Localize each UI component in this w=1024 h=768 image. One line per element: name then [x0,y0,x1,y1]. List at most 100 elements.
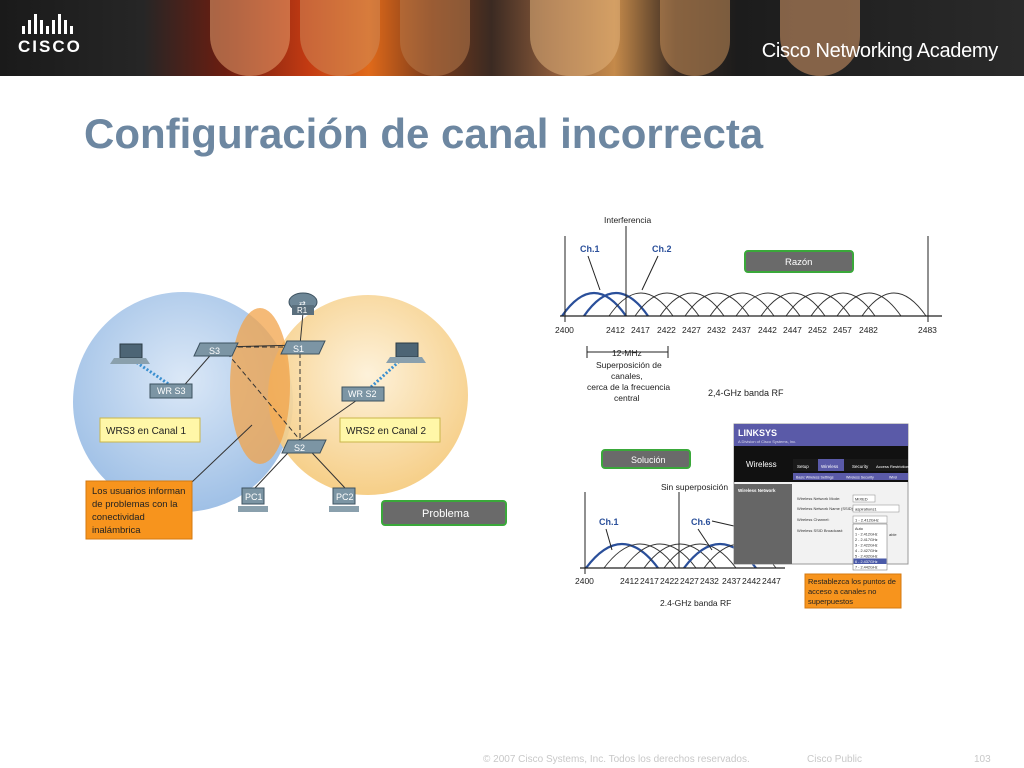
banner-photo [210,0,290,76]
switch-s1-label: S1 [293,344,304,354]
overlap-text: central [614,393,640,403]
channel-arc [643,543,717,569]
problem-note-line: Los usuarios informan [92,486,185,497]
overlap-text: cerca de la frecuencia [587,382,670,392]
linksys-screenshot: LINKSYS A Division of Cisco Systems, Inc… [733,423,911,571]
wireless-router-wrs3: WR S3 [149,383,193,399]
razon-badge [744,250,854,273]
overlap-text: Superposición de [596,360,662,370]
switch-s2: S2 [281,439,327,454]
linksys-row-value: able [889,532,897,537]
linksys-logo: LINKSYS [738,428,777,438]
band-label: 2,4-GHz banda RF [708,388,784,398]
laptop-icon [110,343,150,364]
solution-note-line: Restablezca los puntos de [808,577,896,586]
channel-option[interactable]: 4 - 2.427GHz [855,549,878,553]
linksys-tab[interactable]: Access Restrictions [876,464,911,469]
linksys-panel-title: Wireless Network [738,488,776,493]
ch1-pointer [605,528,613,551]
banner-photo [400,0,470,76]
channel-option[interactable]: 3 - 2.422GHz [855,544,878,548]
banner-photo [300,0,380,76]
overlap-text: 12-MHz [612,348,642,358]
tick-label: 2412 [606,325,625,335]
linksys-subtab[interactable]: Wireless Security [846,476,874,480]
svg-text:⇄: ⇄ [299,299,306,308]
router-r1: ⇄ R1 [288,292,318,315]
problema-text: Problema [422,508,470,520]
problem-note-line: inalámbrica [92,525,141,536]
channel-arc [709,292,775,317]
problem-note-line: de problemas con la [92,499,178,510]
pc2-label: PC2 [336,492,354,502]
band-label: 2.4-GHz banda RF [660,598,731,608]
channel-option[interactable]: 1 - 2.412GHz [855,533,878,537]
tick-label: 2412 [620,576,639,586]
linksys-subtab[interactable]: Basic Wireless Settings [796,476,834,480]
interference-label: Interferencia [604,215,652,225]
laptop-icon [386,342,426,363]
linksys-row-label: Wireless SSID Broadcast: [797,528,843,533]
linksys-subtab[interactable]: Wirel [889,476,897,480]
linksys-header [734,424,908,446]
wrs3-channel-label [99,417,201,443]
tick-label: 2437 [722,576,741,586]
tick-label: 2400 [575,576,594,586]
pc1-label: PC1 [245,492,263,502]
tick-label: 2442 [758,325,777,335]
channel-arc [634,292,700,317]
linksys-row-label: Wireless Channel: [797,517,829,522]
linksys-sidebar [734,484,792,564]
tick-label: 2417 [640,576,659,586]
wireless-router-wrs2: WR S2 [341,386,385,402]
footer-public: Cisco Public [807,754,863,765]
linksys-tab[interactable]: Security [852,464,869,469]
channel-select[interactable] [852,515,888,524]
solution-note-line: superpuestos [808,597,853,606]
ch1-pointer [587,255,601,291]
wrs3-label: WR S3 [157,386,186,396]
channel-arc [561,291,627,317]
solution-note [804,573,902,609]
wireless-tab-highlight [818,459,844,471]
tick-label: 2432 [700,576,719,586]
channel-select-value: 1 - 2.412GHz [855,518,879,523]
channel-chart-bottom: Sin superposición Solución Ch.1 Ch.6 240… [575,449,902,609]
problem-note-line: conectividad [92,512,145,523]
linksys-tab[interactable]: Setup [797,464,809,469]
switch-s3-label: S3 [209,346,220,356]
tick-label: 2483 [918,325,937,335]
channel-arc [836,292,902,317]
banner-photo [660,0,730,76]
channel-arc [585,543,659,569]
switch-s1: S1 [280,340,326,355]
channel-option[interactable]: Auto [855,527,863,531]
switch-s2-label: S2 [294,443,305,453]
tick-label: 2457 [833,325,852,335]
footer-page: 103 [974,754,991,765]
tick-label: 2437 [732,325,751,335]
tick-label: 2482 [859,325,878,335]
solution-note-line: acceso a canales no [808,587,876,596]
pc2-icon: PC2 [329,487,359,512]
linksys-tab[interactable]: Wireless [821,464,839,469]
network-diagram: ⇄ R1 S3 S1 S2 WR S3 WR S2 [73,292,507,540]
channel-option[interactable]: 7 - 2.442GHz [855,566,878,570]
channel-option[interactable]: 2 - 2.417GHz [855,538,878,542]
footer-copyright: © 2007 Cisco Systems, Inc. Todos los der… [483,754,750,765]
channel-option[interactable]: 6 - 2.437GHz [855,560,878,564]
channel-arc [663,543,737,569]
mode-select-value: MIXED [855,497,868,502]
linksys-subtitle: A Division of Cisco Systems, Inc. [738,439,796,444]
banner-photo [530,0,620,76]
mode-select[interactable] [852,494,876,503]
channel-option-highlight [853,558,887,564]
ssid-input[interactable] [852,504,900,513]
linksys-section: Wireless [746,460,777,469]
channel-option[interactable]: 5 - 2.432GHz [855,555,878,559]
wrs2-channel-text: WRS2 en Canal 2 [346,426,426,437]
ch2-pointer [641,255,659,291]
